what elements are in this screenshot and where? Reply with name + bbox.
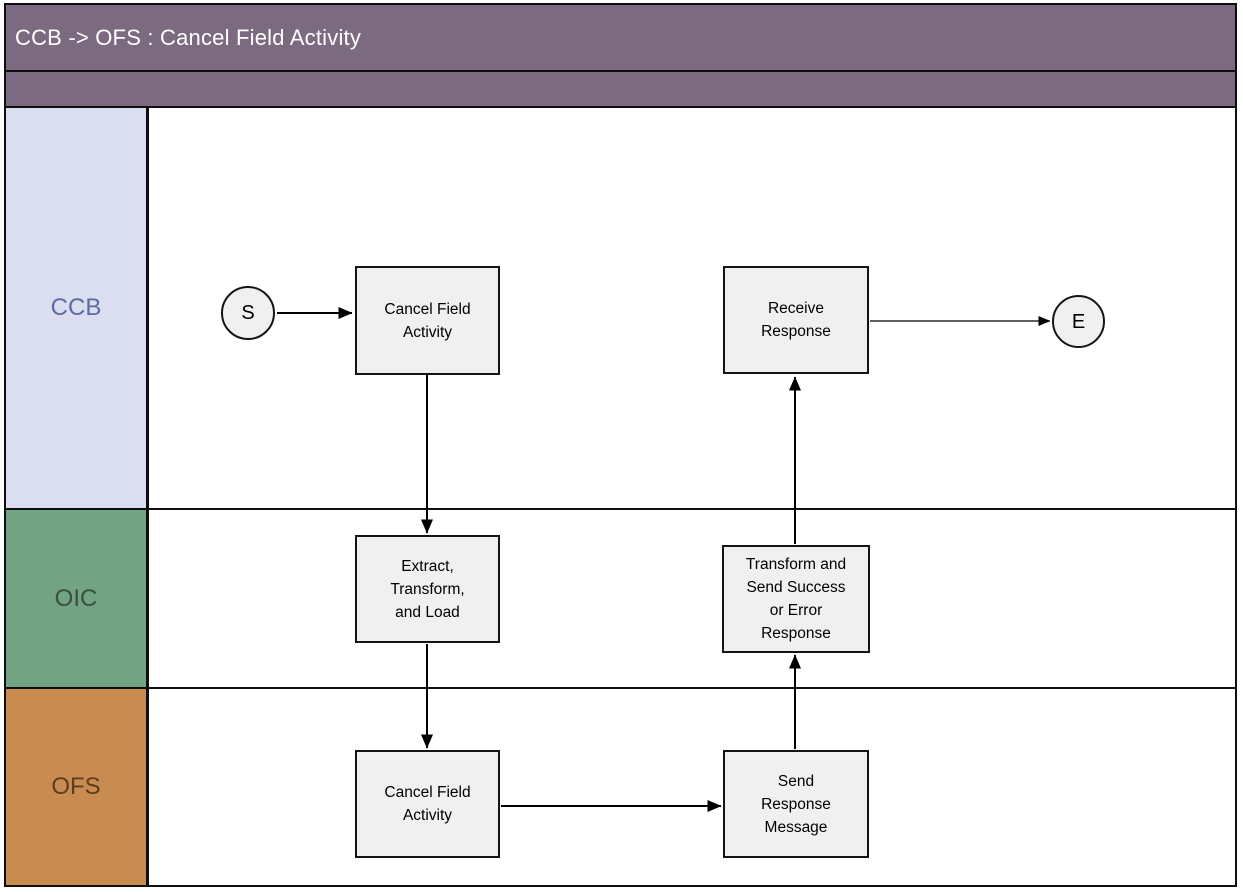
lane-label-ofs: OFS [6, 689, 149, 885]
title-bar: CCB -> OFS : Cancel Field Activity [6, 5, 1235, 72]
start-event: S [221, 286, 275, 340]
lane-label-oic-text: OIC [54, 584, 98, 612]
end-event-label: E [1071, 310, 1086, 333]
task-label: Receive Response [761, 300, 831, 340]
lane-label-ofs-text: OFS [51, 773, 101, 800]
end-event: E [1052, 295, 1105, 348]
task-transform-send-response: Transform and Send Success or Error Resp… [722, 545, 870, 653]
lane-label-ccb: CCB [6, 108, 149, 508]
start-event-label: S [241, 302, 255, 324]
lane-content-ofs [149, 689, 1235, 885]
lane-oic: OIC [6, 510, 1235, 689]
diagram-title: CCB -> OFS : Cancel Field Activity [15, 24, 362, 50]
lane-container: CCB OIC OFS [6, 108, 1235, 885]
task-label: Send Response Message [761, 772, 831, 836]
task-receive-response: Receive Response [723, 266, 869, 374]
task-label: Cancel Field Activity [384, 300, 471, 341]
task-send-response-message: Send Response Message [723, 750, 869, 858]
lane-label-oic: OIC [6, 510, 149, 687]
task-label: Extract, Transform, and Load [390, 557, 465, 621]
task-cancel-field-activity-ccb: Cancel Field Activity [355, 266, 500, 375]
lane-ccb: CCB [6, 108, 1235, 510]
lane-ofs: OFS [6, 689, 1235, 885]
lane-label-ccb-text: CCB [50, 294, 102, 321]
lane-content-ccb [149, 108, 1235, 508]
lane-content-oic [149, 510, 1235, 687]
diagram-frame: CCB -> OFS : Cancel Field Activity CCB O… [4, 3, 1237, 887]
task-label: Transform and Send Success or Error Resp… [745, 556, 847, 642]
phase-band [6, 72, 1235, 108]
task-cancel-field-activity-ofs: Cancel Field Activity [355, 750, 500, 858]
task-extract-transform-load: Extract, Transform, and Load [355, 535, 500, 643]
task-label: Cancel Field Activity [384, 784, 471, 824]
